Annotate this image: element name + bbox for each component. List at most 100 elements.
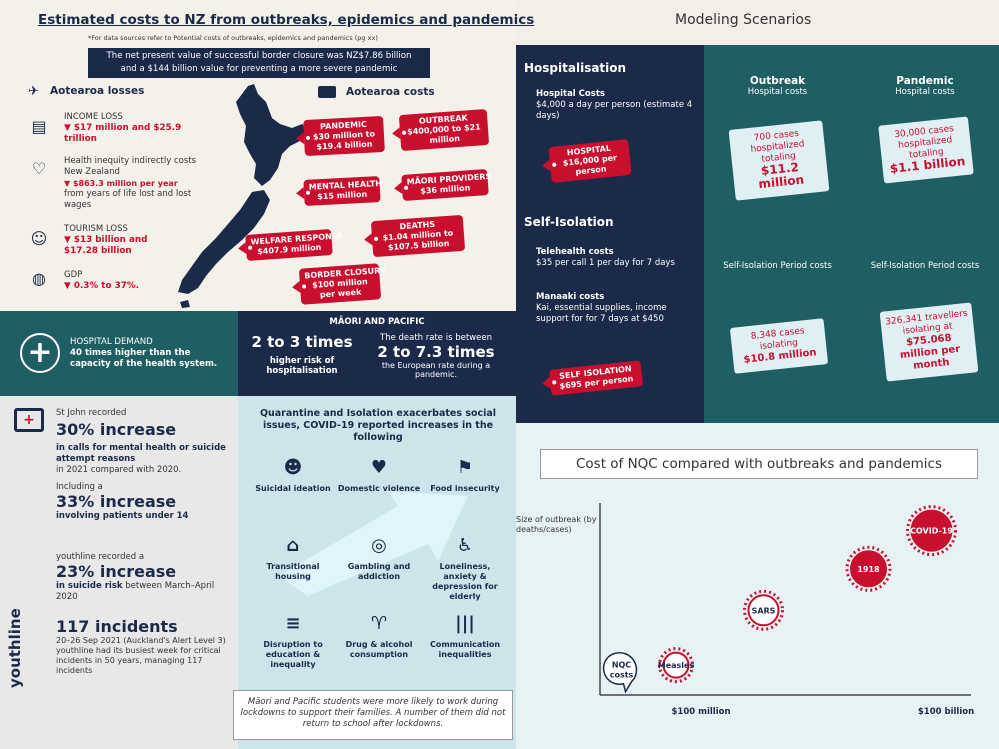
chart-point: SARS [743, 589, 784, 631]
manaaki-bullet: Manaaki costs Kai, essential supplies, i… [536, 292, 696, 325]
npv-line-2: and a $144 billion value for preventing … [120, 64, 398, 74]
youthline-stats: youthline recorded a 23% increase in sui… [56, 552, 232, 676]
youthline-text1b: between March–April 2020 [56, 581, 215, 602]
cost-tag-pandemic: PANDEMIC$30 million to $19.4 billion [303, 115, 385, 157]
youthline-big1: 23% increase [56, 562, 177, 581]
pandemic-column: Pandemic Hospital costs 30,000 cases hos… [851, 45, 999, 423]
social-issue-item: ♥ Domestic violence [336, 456, 422, 494]
self-isolation-heading: Self-Isolation [524, 215, 614, 229]
chart-point: Measles [658, 647, 695, 684]
elderly-icon: ♿ [456, 535, 474, 556]
chart-ylabel: Size of outbreak (by deaths/cases) [516, 515, 597, 534]
wine-glass-icon: ♈ [370, 613, 388, 634]
social-issue-label: Drug & alcohol consumption [345, 640, 413, 659]
chart-point: COVID-19 [906, 505, 957, 557]
hospital-demand-value: 40 times higher than the capacity of the… [70, 348, 218, 369]
risk-sub: higher risk of hospitalisation [266, 356, 338, 376]
youthline-text1a: in suicide risk [56, 581, 123, 591]
outbreak-iso-sub: Self-Isolation Period costs [723, 261, 832, 271]
outbreak-header: Outbreak Hospital costs [704, 75, 851, 97]
social-issues-grid: ☻ Suicidal ideation ♥ Domestic violence⚑Foo… [238, 456, 518, 686]
hospitalisation-heading: Hospitalisation [524, 61, 627, 75]
maori-pacific-panel: MĀORI AND PACIFIC 2 to 3 times higher ri… [238, 311, 516, 396]
point-label: Measles [658, 661, 695, 670]
social-issue-label: Disruption to education & inequality [263, 640, 323, 669]
manaaki-text: Kai, essential supplies, income support … [536, 303, 667, 324]
health-inequity-item: Health inequity indirectly costs New Zea… [64, 156, 204, 211]
youthline-text2: 20–26 Sep 2021 (Auckland's Alert Level 3… [56, 636, 226, 675]
outbreak-column: Outbreak Hospital costs 700 cases hospit… [704, 45, 851, 423]
cost-tag-value: $400,000 to $21 million [406, 122, 481, 146]
social-issue-item: ⚑Food insecurity [422, 456, 508, 494]
cost-tag-value: $1.04 million to $107.5 billion [382, 228, 454, 253]
hospital-demand-label: HOSPITAL DEMAND [70, 337, 153, 347]
telehealth-text: $35 per call 1 per day for 7 days [536, 258, 675, 268]
tourism-loss-label: TOURISM LOSS [64, 224, 128, 234]
stjohn-stats: St John recorded 30% increase in calls f… [56, 408, 232, 521]
books-icon: ≡ [285, 613, 301, 634]
pandemic-sub: Hospital costs [895, 87, 955, 97]
social-issue-label: Transitional housing [266, 562, 320, 581]
tag-icon [318, 86, 336, 98]
losses-heading: Aotearoa losses [50, 85, 145, 97]
hospital-tag: HOSPITAL$16,000 per person [548, 138, 632, 184]
costs-heading: Aotearoa costs [346, 86, 435, 98]
cost-comparison-chart: Cost of NQC compared with outbreaks and … [516, 423, 999, 749]
outbreak-iso-note: 8,348 cases isolating$10.8 million [729, 318, 829, 374]
outbreak-heading: Outbreak [749, 75, 806, 87]
gdp-label: GDP [64, 270, 83, 280]
stjohn-intro2: Including a [56, 482, 103, 492]
cost-tag-outbreak: OUTBREAK$400,000 to $21 million [398, 108, 490, 152]
pandemic-iso-note: 326,341 travellers isolating at$75.068 m… [879, 302, 979, 382]
tourism-loss-value: ▼ $13 billion and $17.28 billion [64, 235, 148, 256]
social-issue-item: ◎Gambling and addiction [336, 534, 422, 582]
hospital-demand-panel: + HOSPITAL DEMAND 40 times higher than t… [0, 311, 238, 396]
health-inequity-label: Health inequity indirectly costs New Zea… [64, 156, 197, 177]
point-label: COVID-19 [910, 527, 953, 536]
tourism-loss-item: TOURISM LOSS ▼ $13 billion and $17.28 bi… [64, 224, 174, 257]
cost-tag-mental-health: MENTAL HEALTH$15 million [303, 176, 382, 206]
pandemic-heading: Pandemic [896, 75, 954, 87]
aotearoa-icon: ✈ [28, 84, 39, 99]
point-label: costs [610, 671, 634, 680]
social-issue-item: ≡ Disruption to education & inequality [250, 612, 336, 670]
ambulance-icon: + [14, 408, 44, 432]
social-issue-item: ♈ Drug & alcohol consumption [336, 612, 422, 660]
cost-tag-value: $15 million [317, 189, 368, 202]
modeling-title: Modeling Scenarios [675, 12, 812, 28]
pandemic-header: Pandemic Hospital costs [851, 75, 999, 97]
youthline-logo: youthline [6, 608, 24, 688]
new-zealand-map [178, 84, 310, 308]
social-issue-label: Domestic violence [337, 484, 421, 493]
heart-pulse-icon: ♡ [31, 159, 47, 178]
social-issue-item: |||Communication inequalities [422, 612, 508, 660]
hospital-costs-text: $4,000 a day per person (estimate 4 days… [536, 100, 693, 121]
self-isolation-tag: SELF ISOLATION$695 per person [548, 360, 644, 396]
pandemic-iso-sub: Self-Isolation Period costs [870, 261, 980, 271]
quarantine-heading: Quarantine and Isolation exacerbates soc… [259, 408, 497, 443]
income-loss-value: ▼ $17 million and $25.9 trillion [64, 123, 182, 144]
stjohn-intro: St John recorded [56, 408, 127, 418]
death-rate-stat: The death rate is between 2 to 7.3 times… [366, 333, 506, 379]
note-value: $75.068 million per month [899, 332, 961, 372]
chart-plot: $100 million$100 billionNQCcostsMeaslesS… [599, 503, 974, 717]
manaaki-title: Manaaki costs [536, 292, 605, 302]
briefcase-icon: ▤ [31, 117, 47, 136]
point-label: 1918 [857, 565, 880, 574]
hospitalisation-risk-stat: 2 to 3 times higher risk of hospitalisat… [248, 333, 356, 376]
outbreak-hospital-note: 700 cases hospitalized totaling$11.2 mil… [728, 120, 830, 201]
death-rate-sub: the European rate during a pandemic. [381, 361, 491, 379]
stjohn-text1b: in 2021 compared with 2020. [56, 465, 182, 475]
social-issue-label: Suicidal ideation [255, 484, 331, 493]
coins-icon: ◎ [371, 535, 387, 556]
passport-icon: ☺ [30, 229, 48, 248]
telehealth-title: Telehealth costs [536, 247, 614, 257]
brain-icon: ☻ [283, 457, 303, 478]
gdp-value: ▼ 0.3% to 37%. [64, 281, 139, 291]
broken-heart-icon: ♥ [370, 457, 388, 478]
youthline-intro: youthline recorded a [56, 552, 145, 562]
students-footer-note: Māori and Pacific students were more lik… [233, 690, 513, 740]
hospital-costs-title: Hospital Costs [536, 89, 605, 99]
social-issue-item: ♿Loneliness, anxiety & depression for el… [422, 534, 508, 602]
